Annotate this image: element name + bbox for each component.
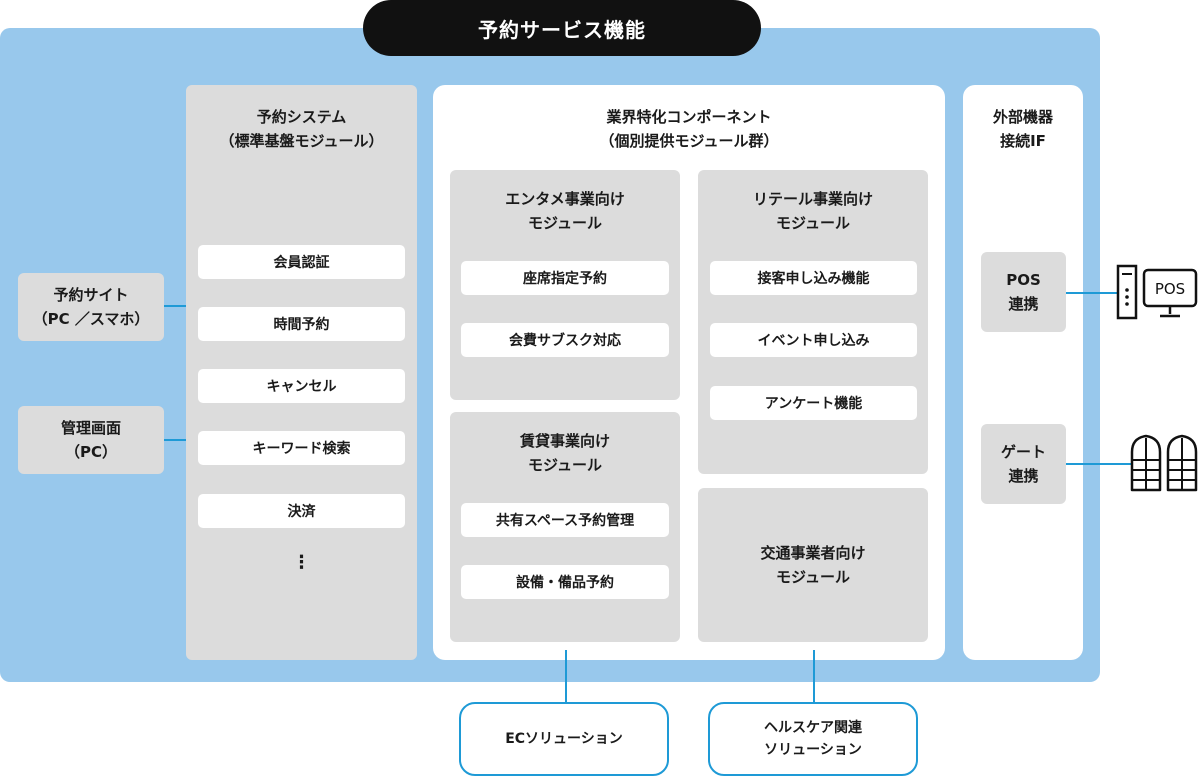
external-if-panel	[963, 85, 1083, 660]
external-if-header: 外部機器 接続IF	[963, 104, 1083, 154]
booking-site-label: 予約サイト	[53, 286, 129, 304]
pos-device-label: POS	[1155, 280, 1185, 298]
pos-link-box: POS 連携	[981, 252, 1066, 332]
pos-terminal-icon: POS	[1116, 264, 1198, 320]
gate-link-box: ゲート 連携	[981, 424, 1066, 504]
gate-connector	[1066, 463, 1131, 465]
entertainment-module-subtitle: モジュール	[528, 214, 602, 232]
entertainment-module-header: エンタメ事業向け モジュール	[450, 186, 680, 236]
external-if-title: 外部機器	[992, 108, 1053, 126]
retail-module-box	[698, 170, 928, 474]
healthcare-connector	[813, 650, 815, 702]
admin-screen-sub: （PC）	[64, 443, 117, 461]
rental-module-title: 賃貸事業向け	[519, 432, 610, 450]
module-equipment-booking: 設備・備品予約	[461, 565, 669, 599]
gate-link-subtitle: 連携	[1008, 467, 1039, 485]
rental-module-subtitle: モジュール	[528, 456, 602, 474]
page-title: 予約サービス機能	[363, 0, 761, 56]
ec-connector	[565, 650, 567, 702]
module-survey: アンケート機能	[710, 386, 917, 420]
module-cancel: キャンセル	[198, 369, 405, 403]
booking-site-box: 予約サイト （PC ／スマホ）	[18, 273, 164, 341]
ec-solution-label: ECソリューション	[505, 731, 623, 747]
booking-site-sub: （PC ／スマホ）	[32, 310, 150, 328]
module-time-booking: 時間予約	[198, 307, 405, 341]
healthcare-solution-box: ヘルスケア関連 ソリューション	[708, 702, 918, 776]
module-payment: 決済	[198, 494, 405, 528]
ec-solution-box: ECソリューション	[459, 702, 669, 776]
healthcare-solution-subtitle: ソリューション	[764, 742, 862, 758]
module-seat-booking: 座席指定予約	[461, 261, 669, 295]
reservation-system-subtitle: （標準基盤モジュール）	[219, 132, 384, 150]
pos-link-subtitle: 連携	[1008, 295, 1039, 313]
industry-components-header: 業界特化コンポーネント （個別提供モジュール群）	[433, 104, 945, 154]
module-event-application: イベント申し込み	[710, 323, 917, 357]
retail-module-title: リテール事業向け	[752, 190, 873, 208]
retail-module-header: リテール事業向け モジュール	[698, 186, 928, 236]
admin-screen-label: 管理画面	[60, 419, 121, 437]
industry-components-subtitle: （個別提供モジュール群）	[599, 132, 779, 150]
transport-module-box: 交通事業者向け モジュール	[698, 488, 928, 642]
module-shared-space: 共有スペース予約管理	[461, 503, 669, 537]
industry-components-title: 業界特化コンポーネント	[606, 108, 772, 126]
module-member-auth: 会員認証	[198, 245, 405, 279]
admin-screen-box: 管理画面 （PC）	[18, 406, 164, 474]
rental-module-header: 賃貸事業向け モジュール	[450, 428, 680, 478]
entertainment-module-title: エンタメ事業向け	[505, 190, 625, 208]
retail-module-subtitle: モジュール	[776, 214, 850, 232]
pos-link-title: POS	[1006, 271, 1041, 289]
more-ellipsis: ⋮	[292, 552, 311, 573]
reservation-system-header: 予約システム （標準基盤モジュール）	[186, 104, 417, 154]
module-customer-service: 接客申し込み機能	[710, 261, 917, 295]
transport-module-subtitle: モジュール	[776, 568, 850, 586]
admin-screen-connector	[164, 439, 198, 441]
gate-icon	[1130, 434, 1198, 492]
module-subscription: 会費サブスク対応	[461, 323, 669, 357]
gate-link-title: ゲート	[1000, 443, 1046, 461]
healthcare-solution-title: ヘルスケア関連	[764, 720, 862, 736]
module-keyword-search: キーワード検索	[198, 431, 405, 465]
reservation-system-title: 予約システム	[256, 108, 347, 126]
booking-site-connector	[164, 305, 198, 307]
pos-connector	[1066, 292, 1118, 294]
transport-module-title: 交通事業者向け	[760, 544, 866, 562]
external-if-subtitle: 接続IF	[1000, 132, 1046, 150]
